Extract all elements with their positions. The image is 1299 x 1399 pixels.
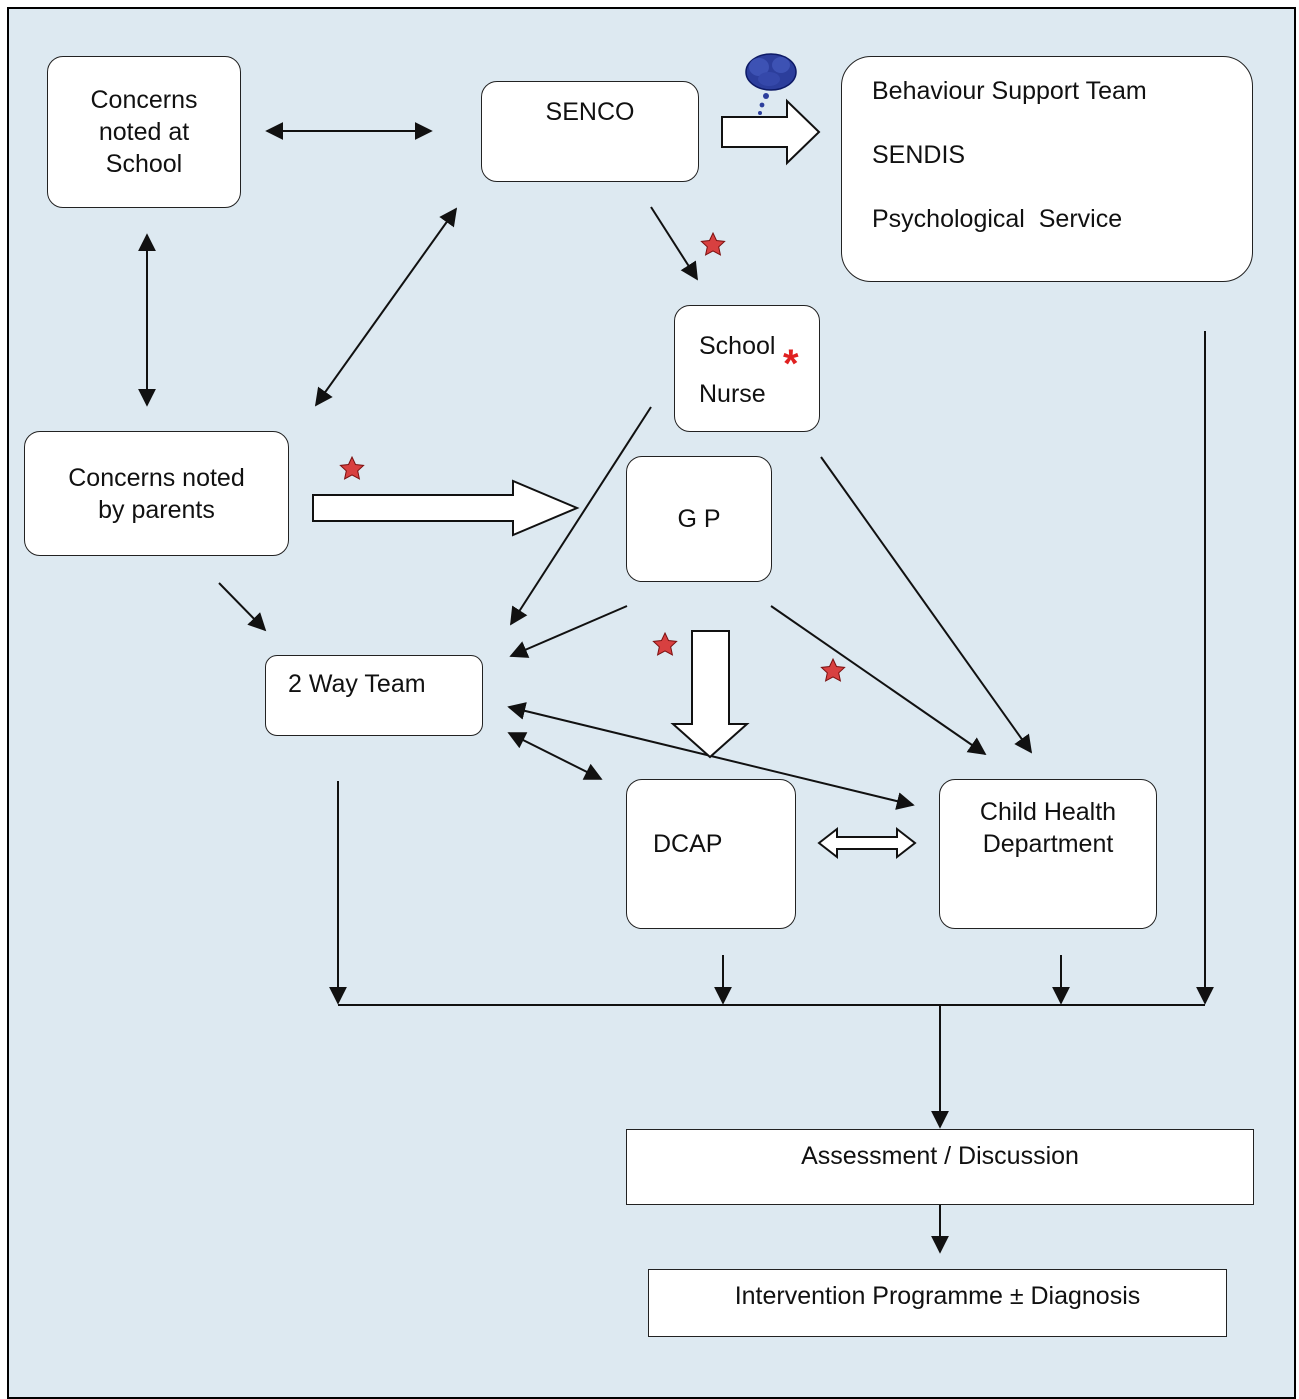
senco-label: SENCO [545,98,635,126]
assessment-label: Assessment / Discussion [801,1142,1079,1170]
concerns-school-line-2: noted at [98,118,190,146]
dcap-label: DCAP [653,830,723,858]
node-two-way-team: 2 Way Team [265,655,483,736]
star-icon [652,631,678,656]
node-dcap: DCAP [626,779,796,929]
edge-nurse-childhealth [820,456,1033,754]
school-nurse-line-2: Nurse [699,380,766,408]
edge-gp-twoway [509,605,628,658]
edge-nurse-twoway [510,406,652,626]
node-gp: G P [626,456,772,582]
node-services: Behaviour Support Team SENDIS Psychologi… [841,56,1253,282]
node-child-health: Child Health Department [939,779,1157,929]
gp-label: G P [677,505,721,533]
star-icon [339,455,365,480]
school-nurse-line-1: School [699,332,776,360]
block-arrow-parents-gp [312,479,580,537]
child-health-line-1: Child Health [979,798,1117,826]
concerns-school-line-1: Concerns [90,86,198,114]
edge-parents-twoway [218,582,267,632]
double-arrow-dcap-childhealth [817,826,917,860]
block-arrow-gp-dcap [670,630,750,759]
nurse-asterisk-marker: * [783,342,799,386]
edge-twoway-dcap [507,732,603,780]
node-intervention: Intervention Programme ± Diagnosis [648,1269,1227,1337]
concerns-parents-line-1: Concerns noted [68,463,245,492]
connector-layer [138,53,1214,1254]
service-behaviour-support: Behaviour Support Team [872,77,1147,105]
node-concerns-school: Concerns noted at School [47,56,241,208]
edge-senco-parents [314,207,458,407]
node-senco: SENCO [481,81,699,182]
star-icon [820,657,846,682]
edge-senco-nurse [650,206,698,281]
edge-gp-childhealth [770,605,987,756]
star-icon [700,231,726,256]
child-health-line-2: Department [982,830,1114,858]
node-concerns-parents: Concerns noted by parents [24,431,289,556]
thought-cloud-icon [745,53,797,115]
two-way-team-label: 2 Way Team [288,670,426,698]
intervention-label: Intervention Programme ± Diagnosis [734,1282,1141,1310]
node-school-nurse: School Nurse * [674,305,820,432]
concerns-school-line-3: School [105,150,183,178]
service-sendis: SENDIS [872,141,966,169]
diagram-frame: Concerns noted at School SENCO Behaviour… [7,7,1296,1399]
concerns-parents-line-2: by parents [98,495,215,524]
node-assessment: Assessment / Discussion [626,1129,1254,1205]
service-psychological: Psychological Service [872,205,1123,233]
block-arrow-senco-services [721,98,821,166]
